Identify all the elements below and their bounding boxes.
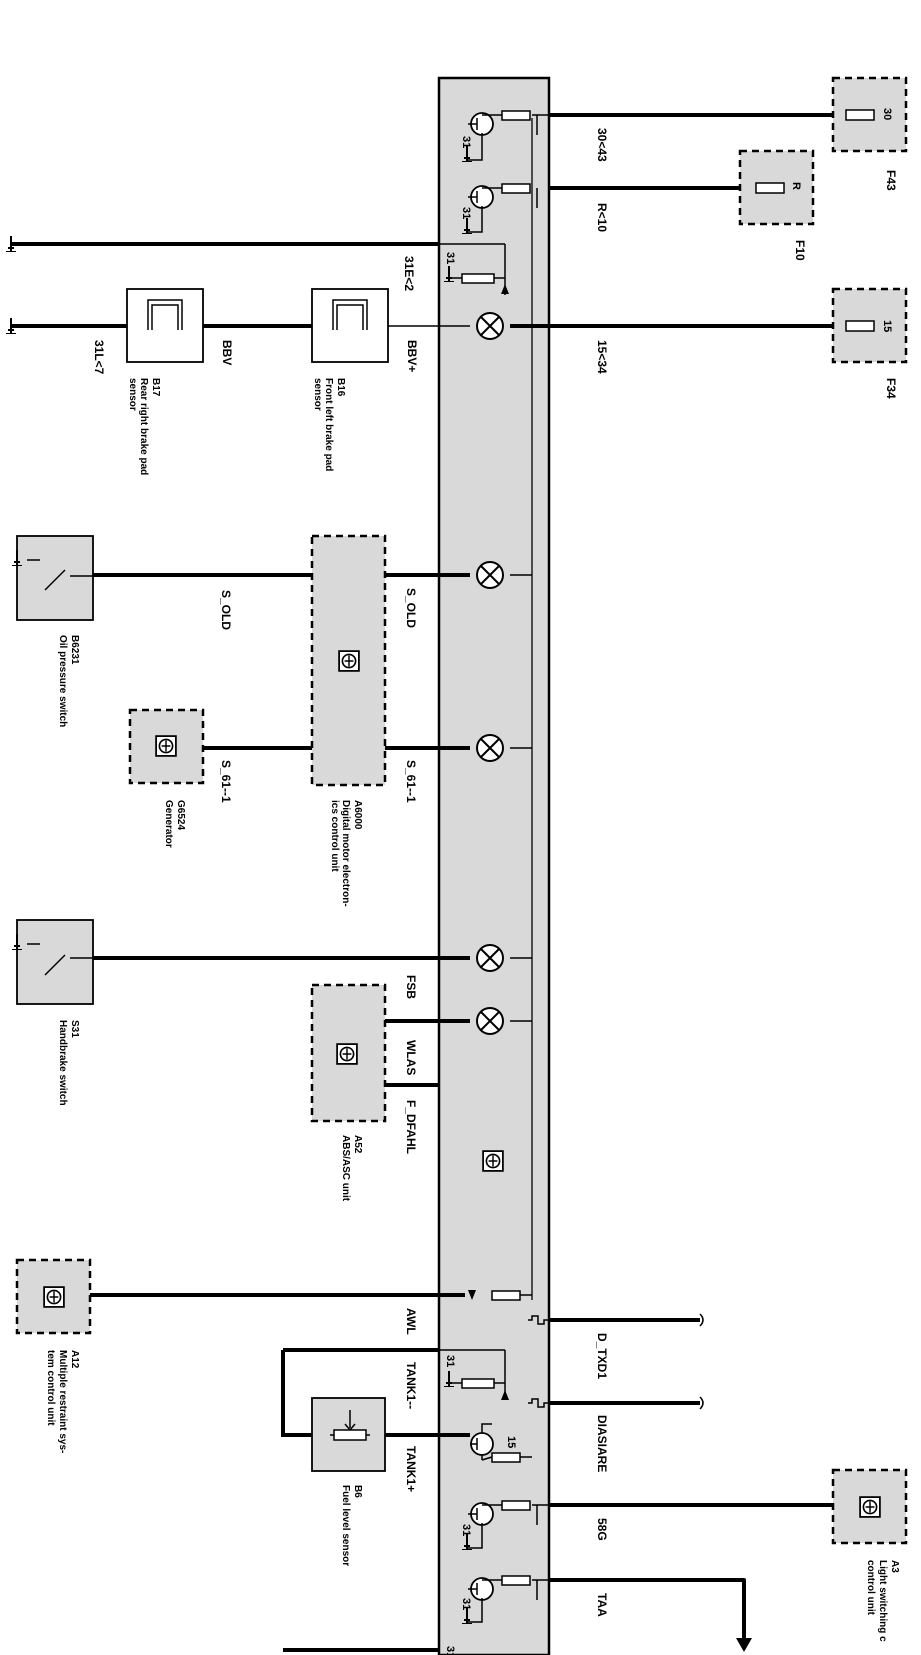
fuse-f43-element bbox=[845, 109, 875, 121]
lsz-a3-id: A3 bbox=[889, 1560, 900, 1573]
transistor-tank1-plus bbox=[470, 1423, 532, 1463]
signal-tank1-plus-label: TANK1+ bbox=[404, 1446, 418, 1492]
wire-tank1-minus-loop bbox=[281, 1350, 312, 1437]
fuse-f34-pin: 15 bbox=[881, 320, 893, 332]
signal-s-61-outer-label: S_61--1 bbox=[219, 760, 233, 803]
fuse-f43-label: F43 bbox=[884, 170, 898, 191]
ground-31e-2 bbox=[6, 236, 509, 295]
switch-b6231-box bbox=[16, 535, 94, 621]
sensor-b17-desc2: sensor bbox=[127, 378, 138, 411]
signal-58g-label: 58G bbox=[595, 1518, 609, 1541]
signal-s-old-inner-label: S_OLD bbox=[404, 588, 418, 628]
diagnosis-bus-diasiare bbox=[528, 1396, 704, 1410]
signal-s-61-inner-label: S_61--1 bbox=[404, 760, 418, 803]
pin-31-d: 31 bbox=[444, 1355, 456, 1367]
fuel-sensor-b6-box bbox=[311, 1397, 386, 1472]
sensor-b16-box bbox=[311, 288, 389, 363]
tank1-minus-ground bbox=[283, 1348, 509, 1400]
fuse-f10-pin: R bbox=[790, 182, 802, 190]
fuse-f10-label: F10 bbox=[793, 240, 807, 261]
signal-awl-label: AWL bbox=[404, 1308, 418, 1335]
awl-diode bbox=[468, 1290, 476, 1300]
pin-15-tank: 15 bbox=[505, 1436, 517, 1448]
transistor-58g bbox=[462, 1500, 833, 1550]
signal-r-10-label: R<10 bbox=[595, 203, 609, 232]
sensor-b16-desc2: sensor bbox=[312, 378, 323, 411]
lsz-a3-desc2: control unit bbox=[865, 1560, 876, 1616]
switch-s31-box bbox=[16, 919, 94, 1005]
diagnosis-bus-txd1 bbox=[528, 1313, 704, 1327]
generator-g6524-desc1: Generator bbox=[163, 800, 174, 848]
signal-fsb-label: FSB bbox=[404, 975, 418, 999]
sensor-b16-symbol bbox=[332, 299, 368, 330]
mrs-a12-desc1: Multiple restraint sys- bbox=[57, 1350, 68, 1453]
fuel-sensor-b6-desc1: Fuel level sensor bbox=[340, 1485, 351, 1566]
sensor-b17-box bbox=[126, 288, 204, 363]
pin-31-g: 31 bbox=[444, 1646, 456, 1655]
switch-b6231-id: B6231 bbox=[69, 635, 80, 665]
awl-resistor bbox=[491, 1290, 521, 1301]
instrument-cluster-body bbox=[437, 76, 551, 1655]
signal-s-old-outer-label: S_OLD bbox=[219, 590, 233, 630]
abs-a52-desc1: ABS/ASC unit bbox=[340, 1135, 351, 1202]
dme-a6000-id: A6000 bbox=[352, 800, 363, 830]
pin-31-e: 31 bbox=[460, 1524, 472, 1536]
fuel-sensor-b6-resistor bbox=[333, 1429, 367, 1441]
transistor-taa bbox=[462, 1575, 752, 1652]
switch-b6231-contact bbox=[27, 559, 93, 591]
pin-31-f: 31 bbox=[460, 1598, 472, 1610]
pin-31-b: 31 bbox=[460, 207, 472, 219]
brake-pad-warning-circuit bbox=[6, 312, 880, 340]
mrs-a12-id: A12 bbox=[69, 1350, 80, 1369]
fuse-f10-element bbox=[755, 182, 785, 194]
fuse-f34-label: F34 bbox=[884, 378, 898, 399]
fuse-f43-pin: 30 bbox=[881, 108, 893, 120]
pin-31-c: 31 bbox=[444, 252, 456, 264]
dme-a6000-desc1: Digital motor electron- bbox=[340, 800, 351, 907]
fuel-sensor-b6-id: B6 bbox=[352, 1485, 363, 1498]
signal-15-34-label: 15<34 bbox=[595, 340, 609, 374]
switch-s31-contact bbox=[27, 943, 93, 976]
sensor-b17-symbol bbox=[147, 299, 183, 330]
pin-31-a: 31 bbox=[460, 136, 472, 148]
mrs-a12-desc2: tem control unit bbox=[45, 1350, 56, 1426]
switch-b6231-desc1: Oil pressure switch bbox=[57, 635, 68, 727]
signal-31l-7-label: 31L<7 bbox=[92, 340, 106, 375]
fuse-f34-element bbox=[845, 320, 875, 332]
lsz-a3-desc1: Light switching c bbox=[877, 1560, 888, 1642]
signal-bbv-plus-label: BBV+ bbox=[405, 340, 419, 372]
sensor-b17-desc1: Rear right brake pad bbox=[138, 378, 149, 475]
switch-s31-desc1: Handbrake switch bbox=[57, 1020, 68, 1106]
signal-bbv-label: BBV bbox=[220, 340, 234, 365]
signal-wlas-label: WLAS bbox=[404, 1040, 418, 1075]
sensor-b16-id: B16 bbox=[335, 378, 346, 397]
generator-g6524-id: G6524 bbox=[175, 800, 186, 830]
signal-taa-label: TAA bbox=[595, 1593, 609, 1617]
signal-f-dfahl-label: F_DFAHL bbox=[404, 1100, 418, 1154]
signal-d-txd1-label: D_TXD1 bbox=[595, 1333, 609, 1379]
switch-s31-id: S31 bbox=[69, 1020, 80, 1038]
sensor-b16-desc1: Front left brake pad bbox=[323, 378, 334, 471]
signal-tank1-minus-label: TANK1-- bbox=[404, 1362, 418, 1409]
cluster-gauge-icon bbox=[482, 1150, 504, 1172]
transistor-input-30-43 bbox=[462, 110, 880, 162]
abs-a52-id: A52 bbox=[352, 1135, 363, 1154]
signal-31e-2-label: 31E<2 bbox=[402, 256, 416, 291]
sensor-b17-id: B17 bbox=[150, 378, 161, 397]
dme-a6000-desc2: ics control unit bbox=[329, 800, 340, 872]
signal-30-43-label: 30<43 bbox=[595, 128, 609, 162]
signal-diasiare-label: DIASIARE bbox=[595, 1415, 609, 1472]
